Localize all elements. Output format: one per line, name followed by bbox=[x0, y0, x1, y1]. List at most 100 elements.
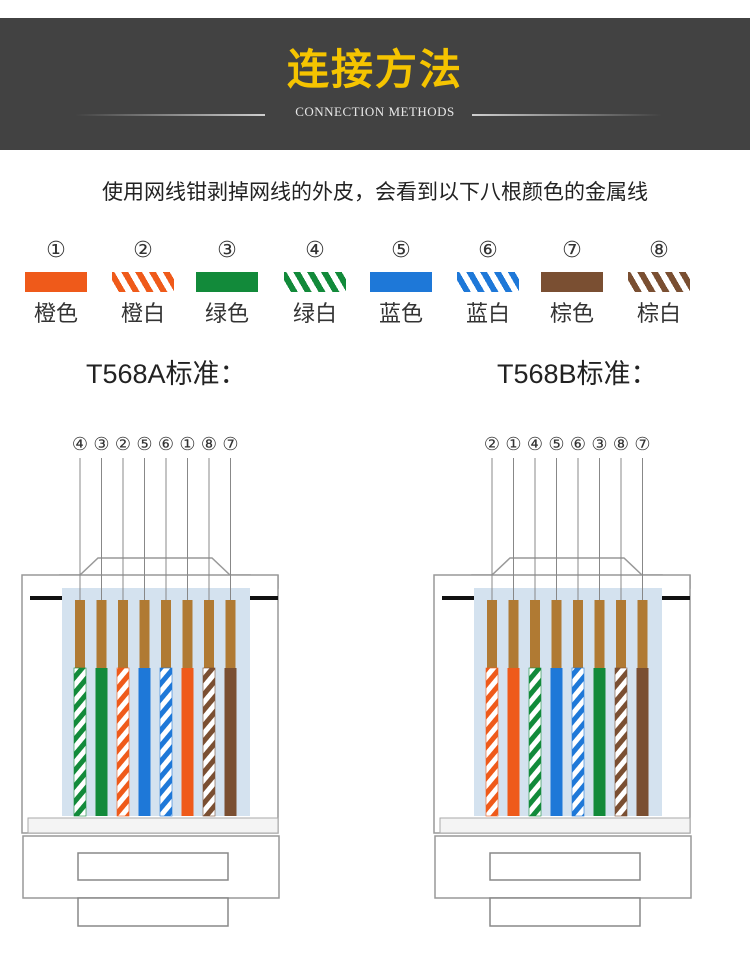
legend-number: ⑥ bbox=[478, 238, 498, 263]
legend-number: ⑦ bbox=[562, 238, 582, 263]
wire-蓝色 bbox=[550, 668, 563, 816]
pin-label: ⑧ bbox=[201, 434, 217, 455]
legend-name: 橙白 bbox=[120, 302, 165, 327]
pin-label: ⑦ bbox=[634, 434, 650, 455]
pin-label: ④ bbox=[72, 434, 88, 455]
pin-label: ② bbox=[115, 434, 131, 455]
pin-contact bbox=[182, 600, 193, 668]
legend-name: 绿白 bbox=[292, 302, 337, 327]
pin-contact bbox=[161, 600, 171, 668]
legend-item: ⑤ 蓝色 bbox=[356, 236, 446, 328]
legend-number: ④ bbox=[305, 238, 325, 263]
pin-contact bbox=[96, 600, 107, 668]
connector-inner-panel bbox=[474, 588, 662, 816]
legend-item: ① 橙色 bbox=[11, 236, 101, 328]
legend-name: 棕色 bbox=[549, 302, 594, 327]
pin-label: ① bbox=[505, 434, 521, 455]
pin-contact bbox=[637, 600, 648, 668]
pin-contact bbox=[551, 600, 562, 668]
pin-label: ④ bbox=[527, 434, 543, 455]
pin-label: ⑦ bbox=[222, 434, 238, 455]
wire-蓝色 bbox=[138, 668, 151, 816]
legend-swatch bbox=[196, 272, 258, 292]
pin-label: ⑥ bbox=[570, 434, 586, 455]
standard-a-label: T568A标准： bbox=[86, 359, 247, 389]
wire-蓝白 bbox=[159, 667, 173, 817]
pin-contact bbox=[530, 600, 540, 668]
wire-橙白 bbox=[116, 667, 130, 817]
pin-label: ③ bbox=[591, 434, 607, 455]
pin-contact bbox=[225, 600, 236, 668]
pin-label: ⑥ bbox=[158, 434, 174, 455]
legend-item: ⑦ 棕色 bbox=[527, 236, 617, 328]
legend-item: ⑧ 棕白 bbox=[614, 236, 704, 328]
connector-lip bbox=[27, 817, 279, 834]
color-legend: ① 橙色 ② 橙白 ③ 绿色 ④ 绿白 ⑤ 蓝色 ⑥ 蓝白 ⑦ 棕色 ⑧ 棕白 bbox=[0, 236, 750, 336]
header-banner bbox=[0, 18, 750, 150]
legend-swatch bbox=[628, 272, 690, 292]
wire-绿白 bbox=[528, 667, 542, 817]
legend-swatch bbox=[370, 272, 432, 292]
wire-蓝白 bbox=[571, 667, 585, 817]
pin-label: ⑧ bbox=[613, 434, 629, 455]
wire-棕白 bbox=[202, 667, 216, 817]
legend-item: ⑥ 蓝白 bbox=[443, 236, 533, 328]
pin-label: ③ bbox=[93, 434, 109, 455]
legend-swatch bbox=[541, 272, 603, 292]
legend-swatch bbox=[25, 272, 87, 292]
legend-swatch bbox=[284, 272, 346, 292]
legend-name: 棕白 bbox=[636, 302, 681, 327]
wire-棕白 bbox=[614, 667, 628, 817]
legend-name: 绿色 bbox=[204, 302, 249, 327]
pin-contact bbox=[616, 600, 626, 668]
wire-绿白 bbox=[73, 667, 87, 817]
legend-number: ① bbox=[46, 238, 66, 263]
page-subtitle: CONNECTION METHODS bbox=[295, 104, 455, 119]
intro-text: 使用网线钳剥掉网线的外皮，会看到以下八根颜色的金属线 bbox=[102, 180, 648, 204]
connector-inner-panel bbox=[62, 588, 250, 816]
connector-tab bbox=[489, 897, 641, 927]
connector-tab bbox=[77, 897, 229, 927]
legend-number: ② bbox=[133, 238, 153, 263]
connector-slot bbox=[489, 852, 641, 881]
pin-contact bbox=[594, 600, 605, 668]
wire-棕色 bbox=[224, 668, 237, 816]
pin-contact bbox=[75, 600, 85, 668]
pin-label: ① bbox=[179, 434, 195, 455]
pin-contact bbox=[508, 600, 519, 668]
pin-contact bbox=[573, 600, 583, 668]
pin-contact bbox=[139, 600, 150, 668]
wire-绿色 bbox=[593, 668, 606, 816]
legend-name: 蓝色 bbox=[378, 302, 423, 327]
connector-lip bbox=[439, 817, 691, 834]
divider-right bbox=[472, 114, 662, 116]
legend-number: ⑤ bbox=[391, 238, 411, 263]
legend-item: ③ 绿色 bbox=[182, 236, 272, 328]
page-title: 连接方法 bbox=[286, 45, 463, 94]
wire-橙白 bbox=[485, 667, 499, 817]
wire-棕色 bbox=[636, 668, 649, 816]
pin-label: ② bbox=[484, 434, 500, 455]
wire-绿色 bbox=[95, 668, 108, 816]
connector-slot bbox=[77, 852, 229, 881]
pin-contact bbox=[487, 600, 497, 668]
legend-item: ④ 绿白 bbox=[270, 236, 360, 328]
pin-contact bbox=[118, 600, 128, 668]
pin-label: ⑤ bbox=[136, 434, 152, 455]
pin-label: ⑤ bbox=[548, 434, 564, 455]
divider-left bbox=[75, 114, 265, 116]
wire-橙色 bbox=[507, 668, 520, 816]
legend-name: 橙色 bbox=[33, 302, 78, 327]
legend-swatch bbox=[457, 272, 519, 292]
legend-number: ⑧ bbox=[649, 238, 669, 263]
standard-b-label: T568B标准： bbox=[497, 359, 658, 389]
legend-number: ③ bbox=[217, 238, 237, 263]
pin-contact bbox=[204, 600, 214, 668]
wire-橙色 bbox=[181, 668, 194, 816]
legend-item: ② 橙白 bbox=[98, 236, 188, 328]
legend-name: 蓝白 bbox=[465, 302, 510, 327]
legend-swatch bbox=[112, 272, 174, 292]
